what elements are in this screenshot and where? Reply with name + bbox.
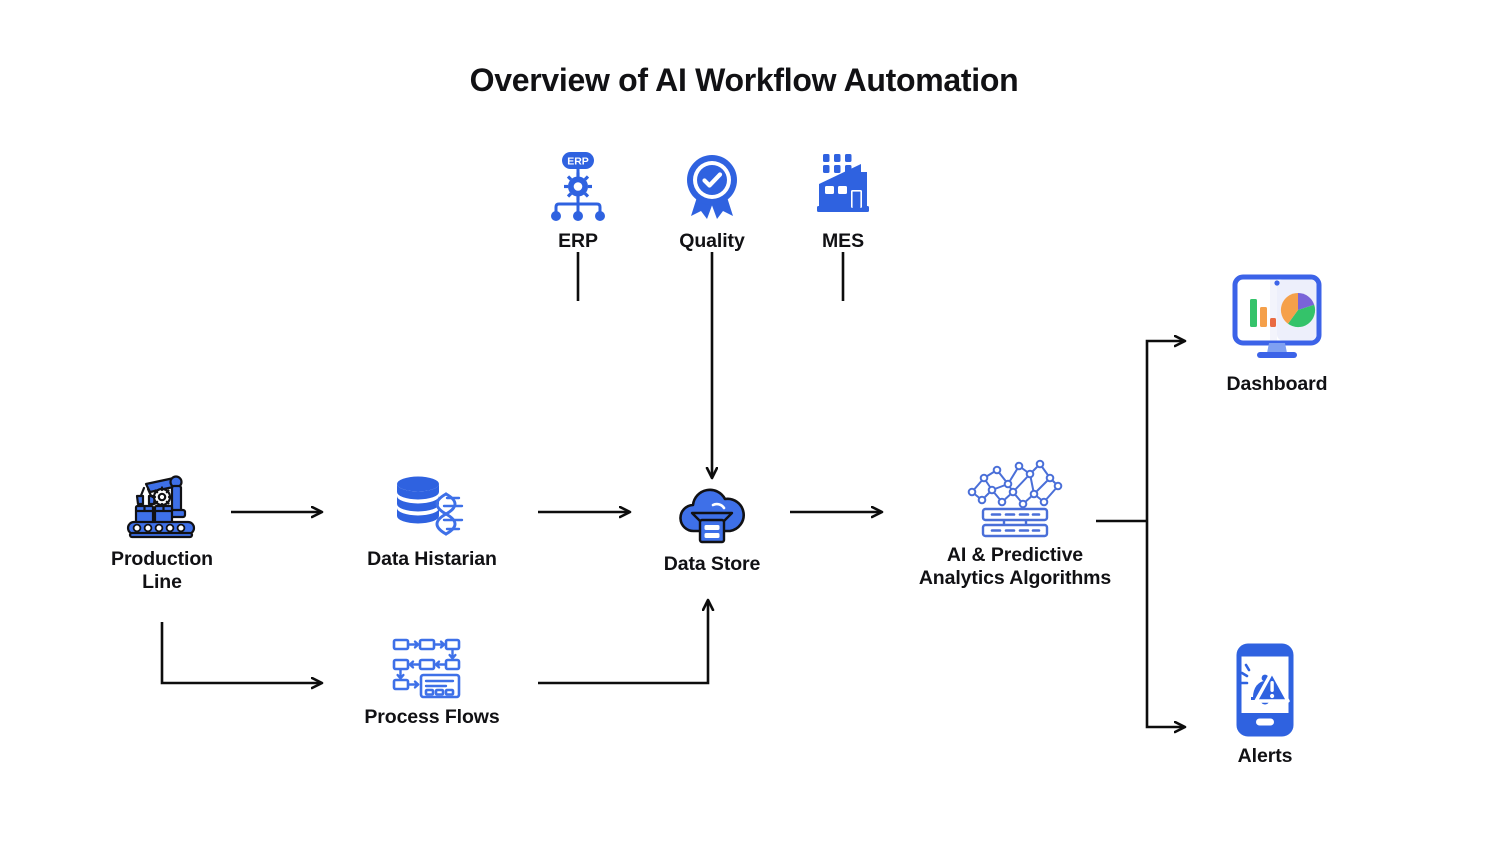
node-dashboard[interactable]: Dashboard [1205, 273, 1349, 396]
robot-conveyor-icon [122, 470, 202, 540]
node-ai-analytics[interactable]: AI & Predictive Analytics Algorithms [905, 452, 1125, 590]
factory-icon [811, 150, 875, 222]
phone-alert-icon [1231, 643, 1299, 737]
svg-text:ERP: ERP [567, 156, 589, 168]
connector-production-to-processflows [160, 622, 322, 683]
connector-ai-to-dashboard [1145, 341, 1185, 521]
node-alerts[interactable]: Alerts [1205, 643, 1325, 768]
node-label-mes: MES [822, 230, 864, 252]
quality-badge-icon [680, 150, 744, 222]
flowchart-icon [391, 636, 473, 699]
monitor-charts-icon [1228, 273, 1326, 365]
node-production-line[interactable]: Production Line [88, 470, 236, 594]
node-label-alerts: Alerts [1237, 745, 1293, 767]
node-erp[interactable]: ERP [538, 150, 618, 253]
node-mes[interactable]: MES [803, 150, 883, 253]
page-title: Overview of AI Workflow Automation [469, 62, 1019, 98]
erp-hierarchy-icon: ERP [546, 150, 610, 222]
cloud-database-icon [674, 483, 750, 545]
database-dna-icon [392, 470, 472, 540]
neural-network-server-icon [966, 452, 1064, 538]
node-label-data-historian: Data Histarian [367, 548, 497, 570]
connector-processflows-to-datastore [538, 600, 708, 685]
node-label-ai-analytics: AI & Predictive Analytics Algorithms [918, 544, 1112, 589]
node-quality[interactable]: Quality [662, 150, 762, 253]
node-label-data-store: Data Store [663, 553, 761, 575]
connector-ai-to-alerts [1145, 521, 1185, 727]
node-label-production-line: Production Line [111, 548, 213, 593]
node-label-process-flows: Process Flows [364, 706, 500, 728]
node-data-store[interactable]: Data Store [650, 483, 774, 576]
node-label-erp: ERP [558, 230, 598, 252]
node-label-quality: Quality [679, 230, 745, 252]
node-process-flows[interactable]: Process Flows [352, 636, 512, 729]
node-data-historian[interactable]: Data Histarian [352, 470, 512, 571]
node-label-dashboard: Dashboard [1226, 373, 1328, 395]
